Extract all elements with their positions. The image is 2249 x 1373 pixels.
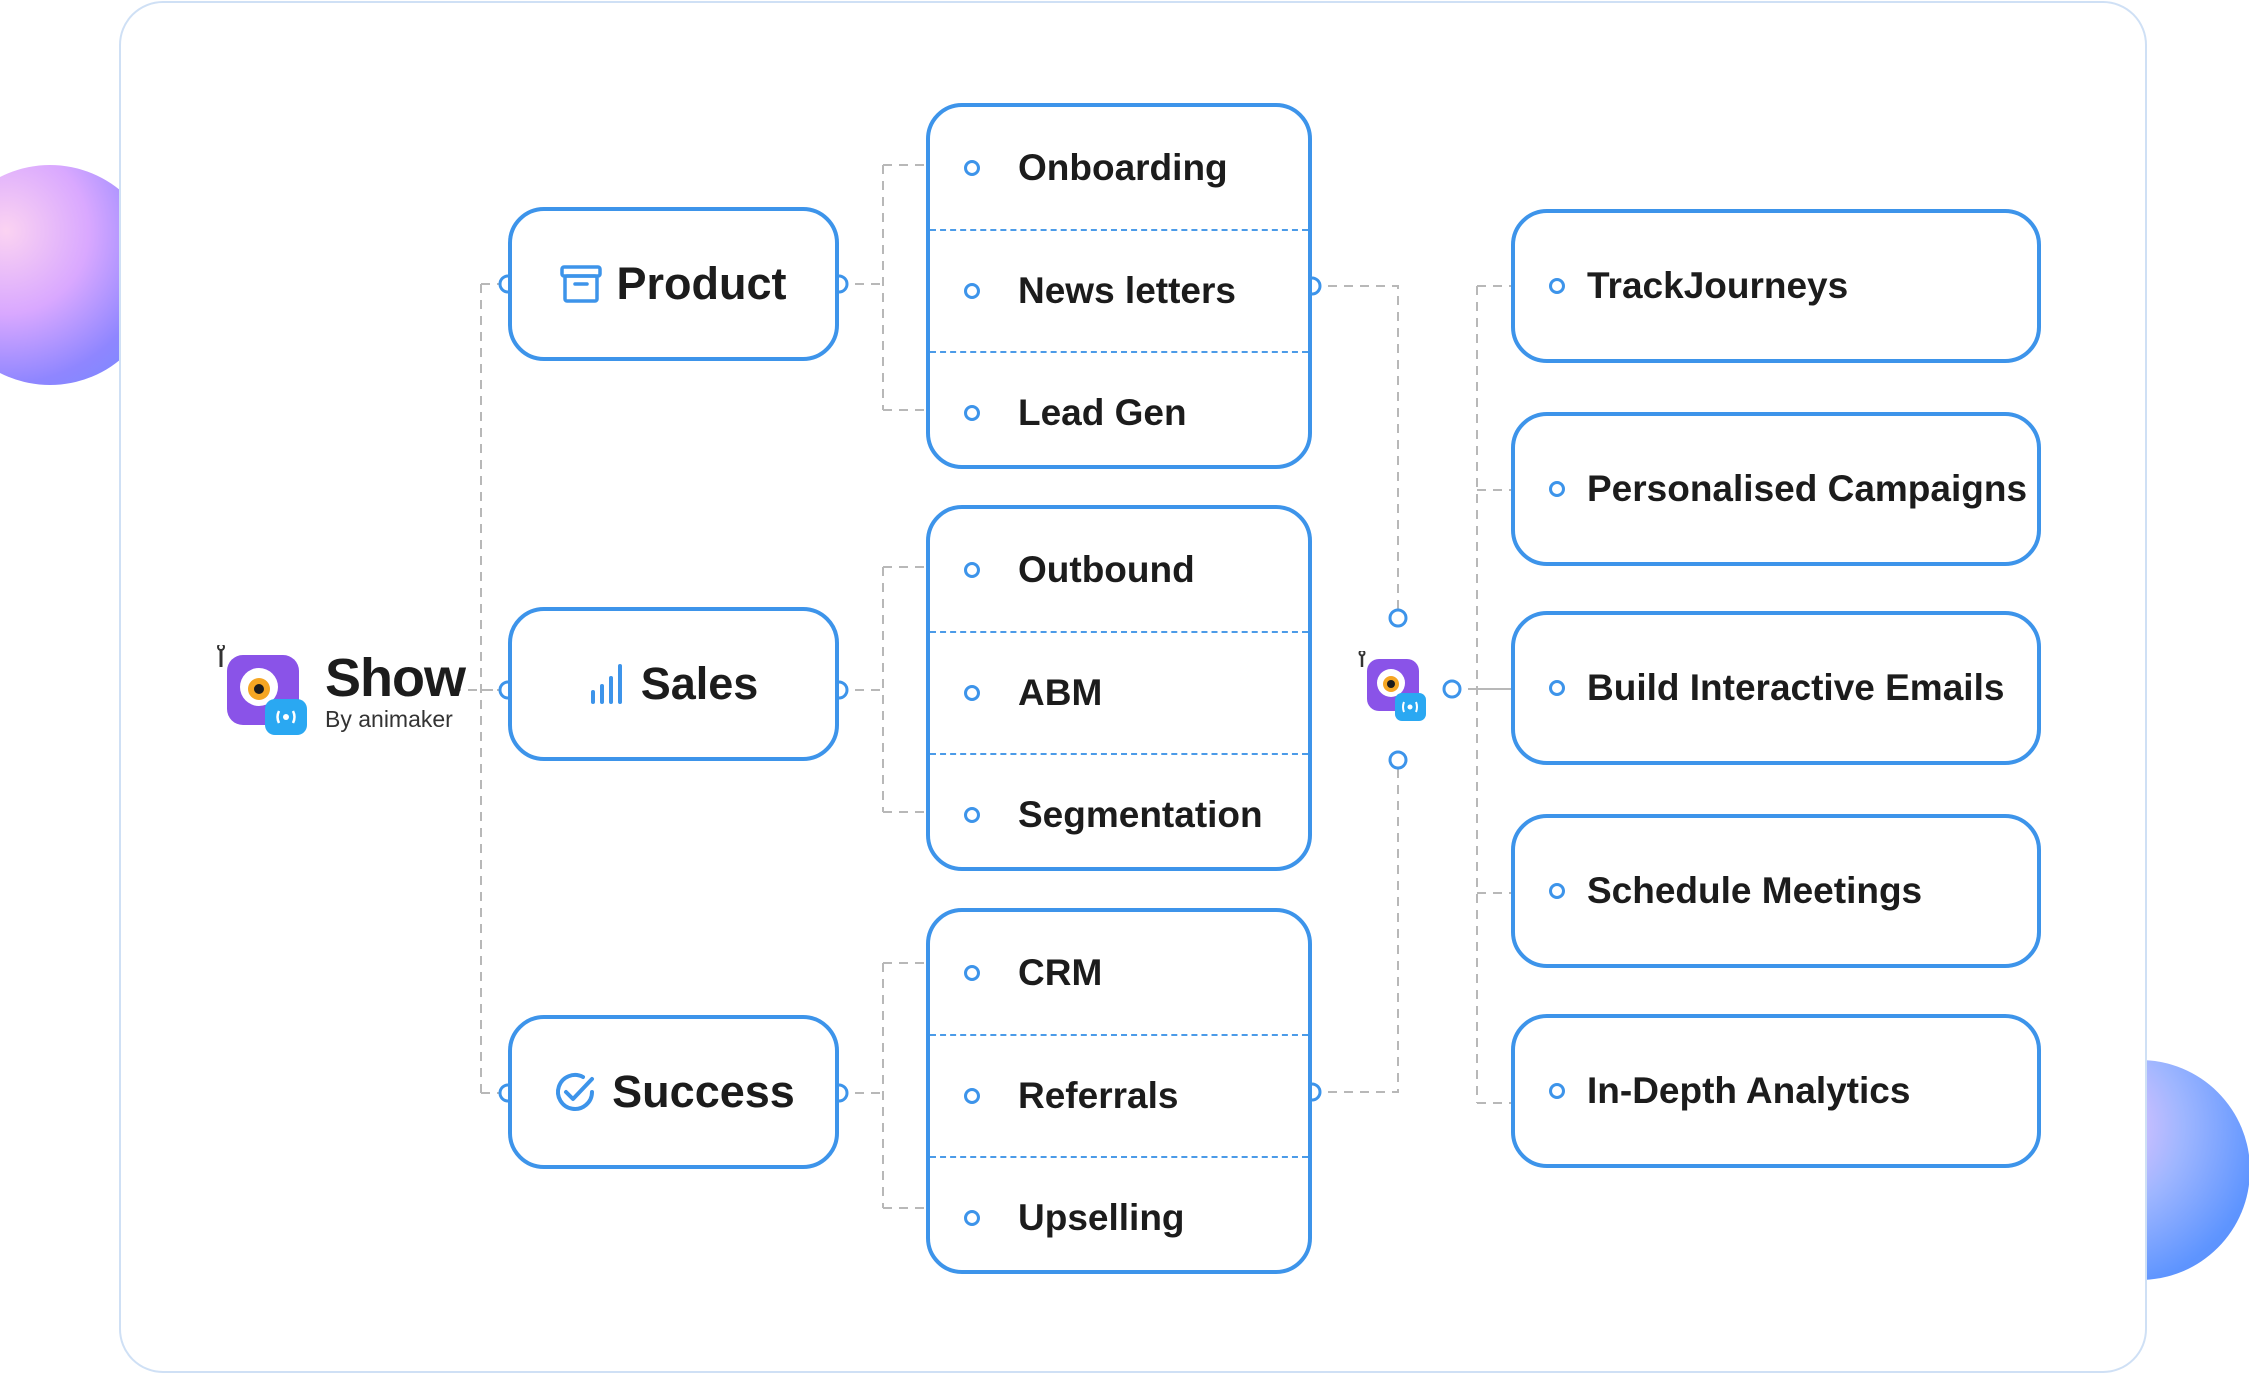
item-label: News letters bbox=[1018, 270, 1236, 311]
bullet-icon bbox=[964, 1210, 980, 1226]
feature-item: Schedule Meetings bbox=[1511, 814, 2041, 968]
list-item: Onboarding bbox=[930, 107, 1308, 229]
bullet-icon bbox=[964, 685, 980, 701]
bullet-icon bbox=[964, 807, 980, 823]
item-label: Outbound bbox=[1018, 549, 1195, 590]
brand-tagline: By animaker bbox=[325, 705, 453, 732]
bullet-icon bbox=[964, 1088, 980, 1104]
category-label: Sales bbox=[640, 658, 759, 709]
feature-item: Personalised Campaigns bbox=[1511, 412, 2041, 566]
item-label: CRM bbox=[1018, 952, 1103, 993]
connector-feature-branches bbox=[1477, 285, 1514, 1104]
list-item: Segmentation bbox=[930, 753, 1308, 867]
show-logo: Show By animaker bbox=[215, 645, 466, 739]
bullet-icon bbox=[1549, 1083, 1565, 1099]
archive-box-icon bbox=[560, 265, 603, 303]
item-label: Upselling bbox=[1018, 1197, 1185, 1238]
connector-node bbox=[1442, 679, 1462, 699]
bullet-icon bbox=[964, 160, 980, 176]
bullet-icon bbox=[964, 562, 980, 578]
item-label: ABM bbox=[1018, 672, 1103, 713]
success-group: CRM Referrals Upselling bbox=[926, 908, 1312, 1274]
feature-label: Personalised Campaigns bbox=[1587, 468, 2028, 509]
product-group: Onboarding News letters Lead Gen bbox=[926, 103, 1312, 469]
feature-label: In-Depth Analytics bbox=[1587, 1070, 1911, 1111]
show-mascot-small-icon bbox=[1358, 649, 1426, 721]
connector-group-hub-bottom bbox=[1312, 760, 1399, 1093]
bullet-icon bbox=[1549, 680, 1565, 696]
bar-chart-icon bbox=[589, 662, 627, 706]
check-circle-icon bbox=[552, 1069, 598, 1115]
connector-node bbox=[1388, 608, 1408, 628]
connector-group-hub-top bbox=[1312, 285, 1399, 618]
list-item: CRM bbox=[930, 912, 1308, 1034]
feature-label: TrackJourneys bbox=[1587, 265, 1849, 306]
category-label: Success bbox=[612, 1066, 795, 1117]
bullet-icon bbox=[964, 283, 980, 299]
bullet-icon bbox=[1549, 278, 1565, 294]
feature-item: TrackJourneys bbox=[1511, 209, 2041, 363]
feature-item: Build Interactive Emails bbox=[1511, 611, 2041, 765]
category-success: Success bbox=[508, 1015, 839, 1169]
connector-product-group bbox=[839, 164, 976, 411]
connector-success-group bbox=[839, 962, 976, 1209]
list-item: Referrals bbox=[930, 1034, 1308, 1156]
feature-item: In-Depth Analytics bbox=[1511, 1014, 2041, 1168]
feature-label: Schedule Meetings bbox=[1587, 870, 1923, 911]
connector-sales-group bbox=[839, 566, 976, 813]
show-mascot-icon bbox=[217, 645, 307, 735]
item-label: Lead Gen bbox=[1018, 392, 1187, 433]
item-label: Onboarding bbox=[1018, 147, 1228, 188]
item-label: Referrals bbox=[1018, 1075, 1179, 1116]
list-item: ABM bbox=[930, 631, 1308, 753]
category-label: Product bbox=[616, 258, 787, 309]
bullet-icon bbox=[1549, 883, 1565, 899]
list-item: Upselling bbox=[930, 1156, 1308, 1270]
category-sales: Sales bbox=[508, 607, 839, 761]
list-item: Lead Gen bbox=[930, 351, 1308, 465]
bullet-icon bbox=[964, 405, 980, 421]
category-product: Product bbox=[508, 207, 839, 361]
bullet-icon bbox=[1549, 481, 1565, 497]
list-item: News letters bbox=[930, 229, 1308, 351]
brand-name: Show bbox=[325, 647, 466, 708]
item-label: Segmentation bbox=[1018, 794, 1263, 835]
list-item: Outbound bbox=[930, 509, 1308, 631]
connector-node bbox=[1388, 750, 1408, 770]
bullet-icon bbox=[964, 965, 980, 981]
feature-label: Build Interactive Emails bbox=[1587, 667, 2005, 708]
sales-group: Outbound ABM Segmentation bbox=[926, 505, 1312, 871]
hub-mascot bbox=[1358, 649, 1428, 732]
